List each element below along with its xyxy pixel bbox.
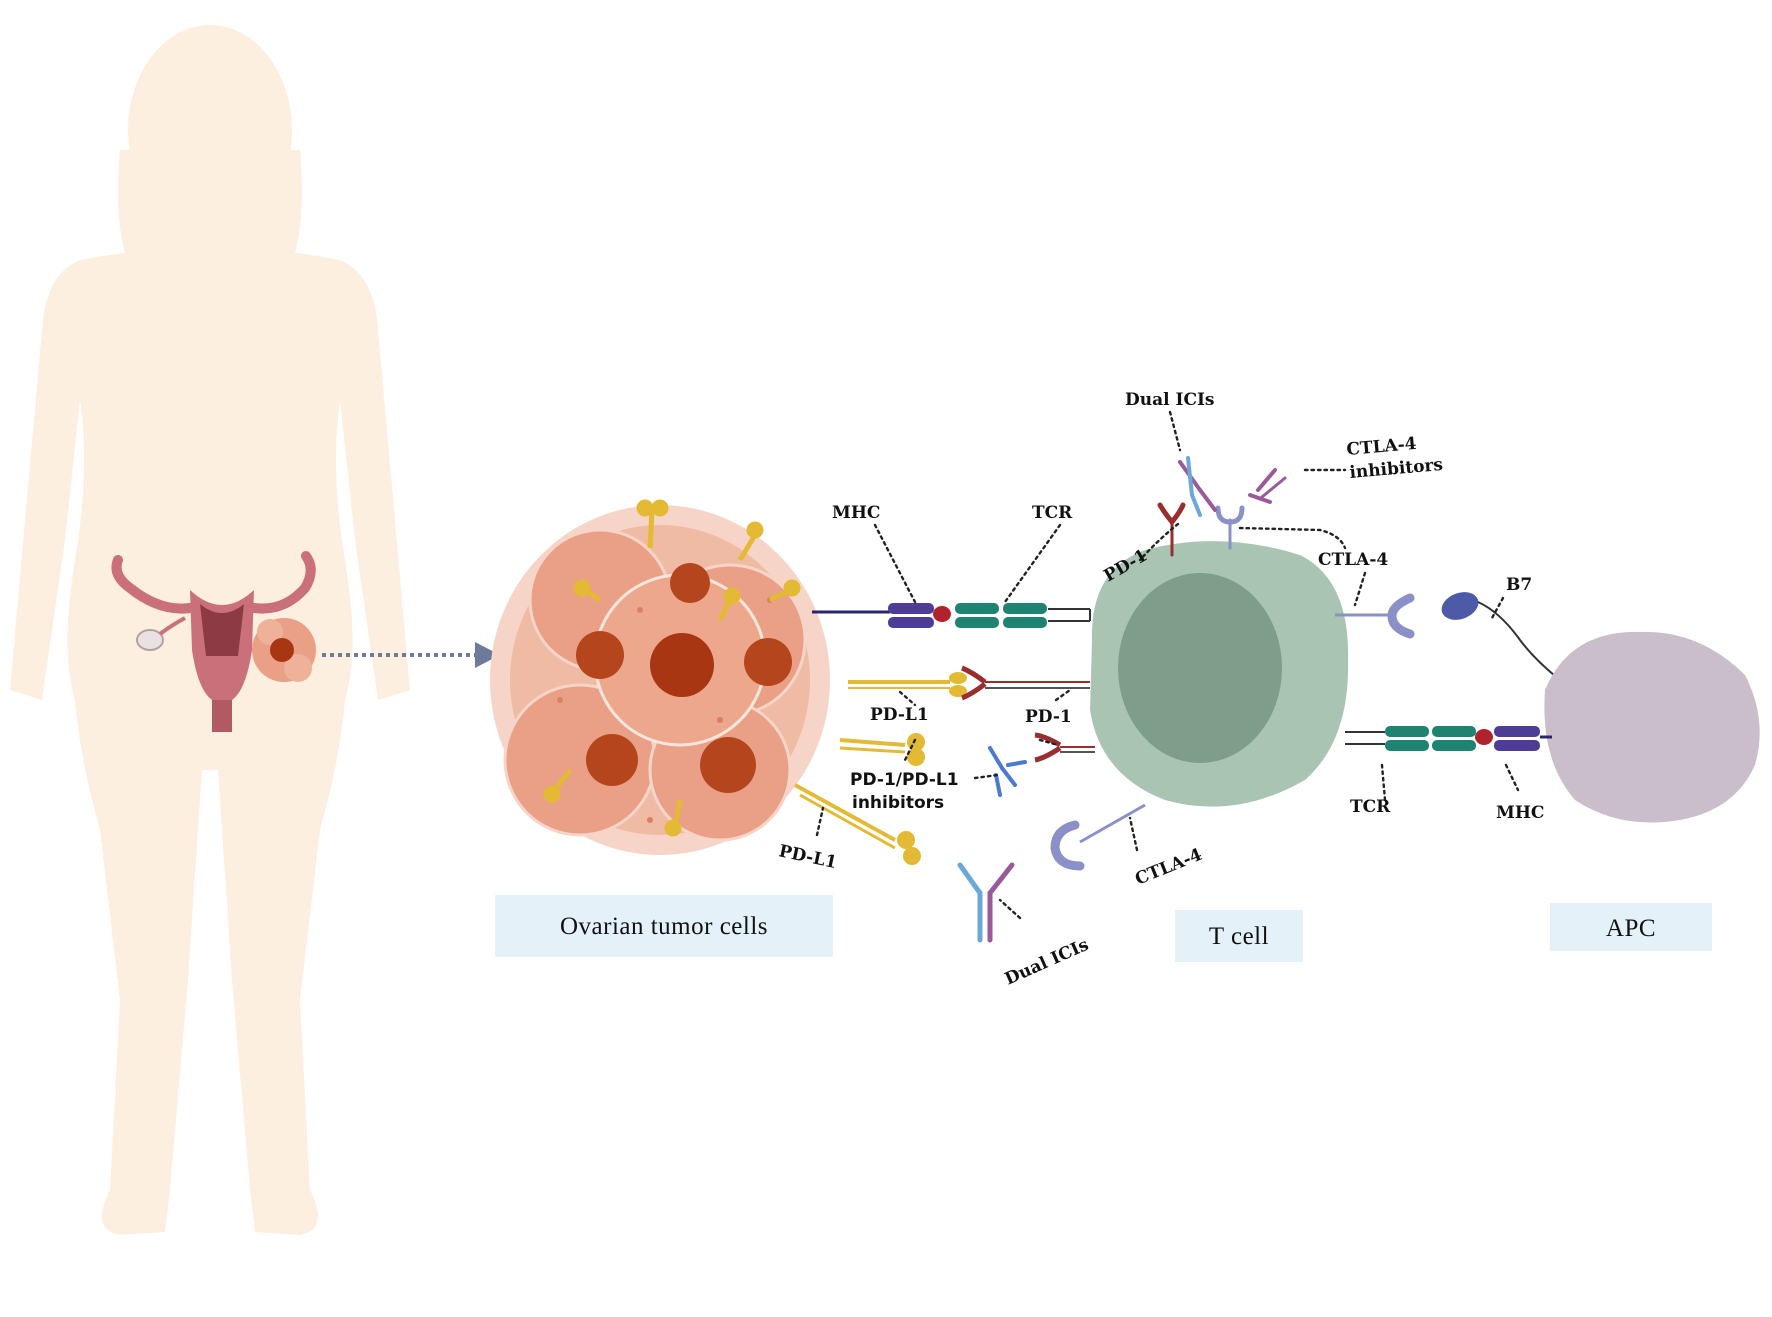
label-pd1-pdl1-inhibitors-line2: inhibitors xyxy=(852,793,944,813)
label-pd1-pdl1-inhibitors-line1: PD-1/PD-L1 xyxy=(850,770,959,790)
t-cell xyxy=(1090,541,1349,807)
label-ctla4-inhibitors-line2: inhibitors xyxy=(1349,455,1444,483)
label-dual-icis-top: Dual ICIs xyxy=(1125,390,1215,410)
free-pd1 xyxy=(1034,732,1095,763)
label-ctla4-upper: CTLA-4 xyxy=(1318,550,1388,570)
zoom-arrow xyxy=(322,642,500,668)
apc-cell xyxy=(1544,631,1760,823)
uterus-icon xyxy=(111,551,316,732)
caption-apc: APC xyxy=(1550,903,1712,951)
free-pdl1 xyxy=(794,733,925,865)
tcr-mhc-right xyxy=(1345,726,1552,751)
label-dual-icis-bottom: Dual ICIs xyxy=(1002,935,1092,990)
caption-tumor: Ovarian tumor cells xyxy=(495,895,833,957)
female-silhouette xyxy=(10,25,410,1235)
label-ctla4-inhibitors-line1: CTLA-4 xyxy=(1346,434,1418,460)
label-ctla4-lower: CTLA-4 xyxy=(1132,845,1205,890)
label-pdl1-lower: PD-L1 xyxy=(777,841,839,873)
label-mhc-left: MHC xyxy=(832,503,880,523)
pd1-pdl1-inhibitor-antibody xyxy=(988,746,1027,797)
mhc-tcr-left xyxy=(812,603,1091,628)
label-mhc-right: MHC xyxy=(1496,803,1544,823)
label-tcr-top: TCR xyxy=(1032,503,1073,523)
caption-tumor-text: Ovarian tumor cells xyxy=(560,913,768,940)
caption-tcell-text: T cell xyxy=(1209,923,1269,950)
dual-ici-antibody-bottom xyxy=(957,862,1015,943)
leader-lines xyxy=(815,410,1520,920)
ctla4-b7-binding xyxy=(1335,592,1561,681)
ovarian-tumor-icon xyxy=(252,618,316,682)
label-pdl1-upper: PD-L1 xyxy=(870,705,929,725)
pdl1-pd1-binding xyxy=(848,665,1090,701)
caption-tcell: T cell xyxy=(1175,910,1303,962)
label-tcr-right: TCR xyxy=(1350,797,1391,817)
label-b7: B7 xyxy=(1506,575,1532,595)
tumor-cell-cluster xyxy=(490,499,830,855)
label-pd1-mid: PD-1 xyxy=(1025,707,1072,727)
caption-apc-text: APC xyxy=(1606,915,1656,942)
tcell-top-receptors xyxy=(1157,456,1287,557)
ctla4-lower xyxy=(1050,803,1146,871)
